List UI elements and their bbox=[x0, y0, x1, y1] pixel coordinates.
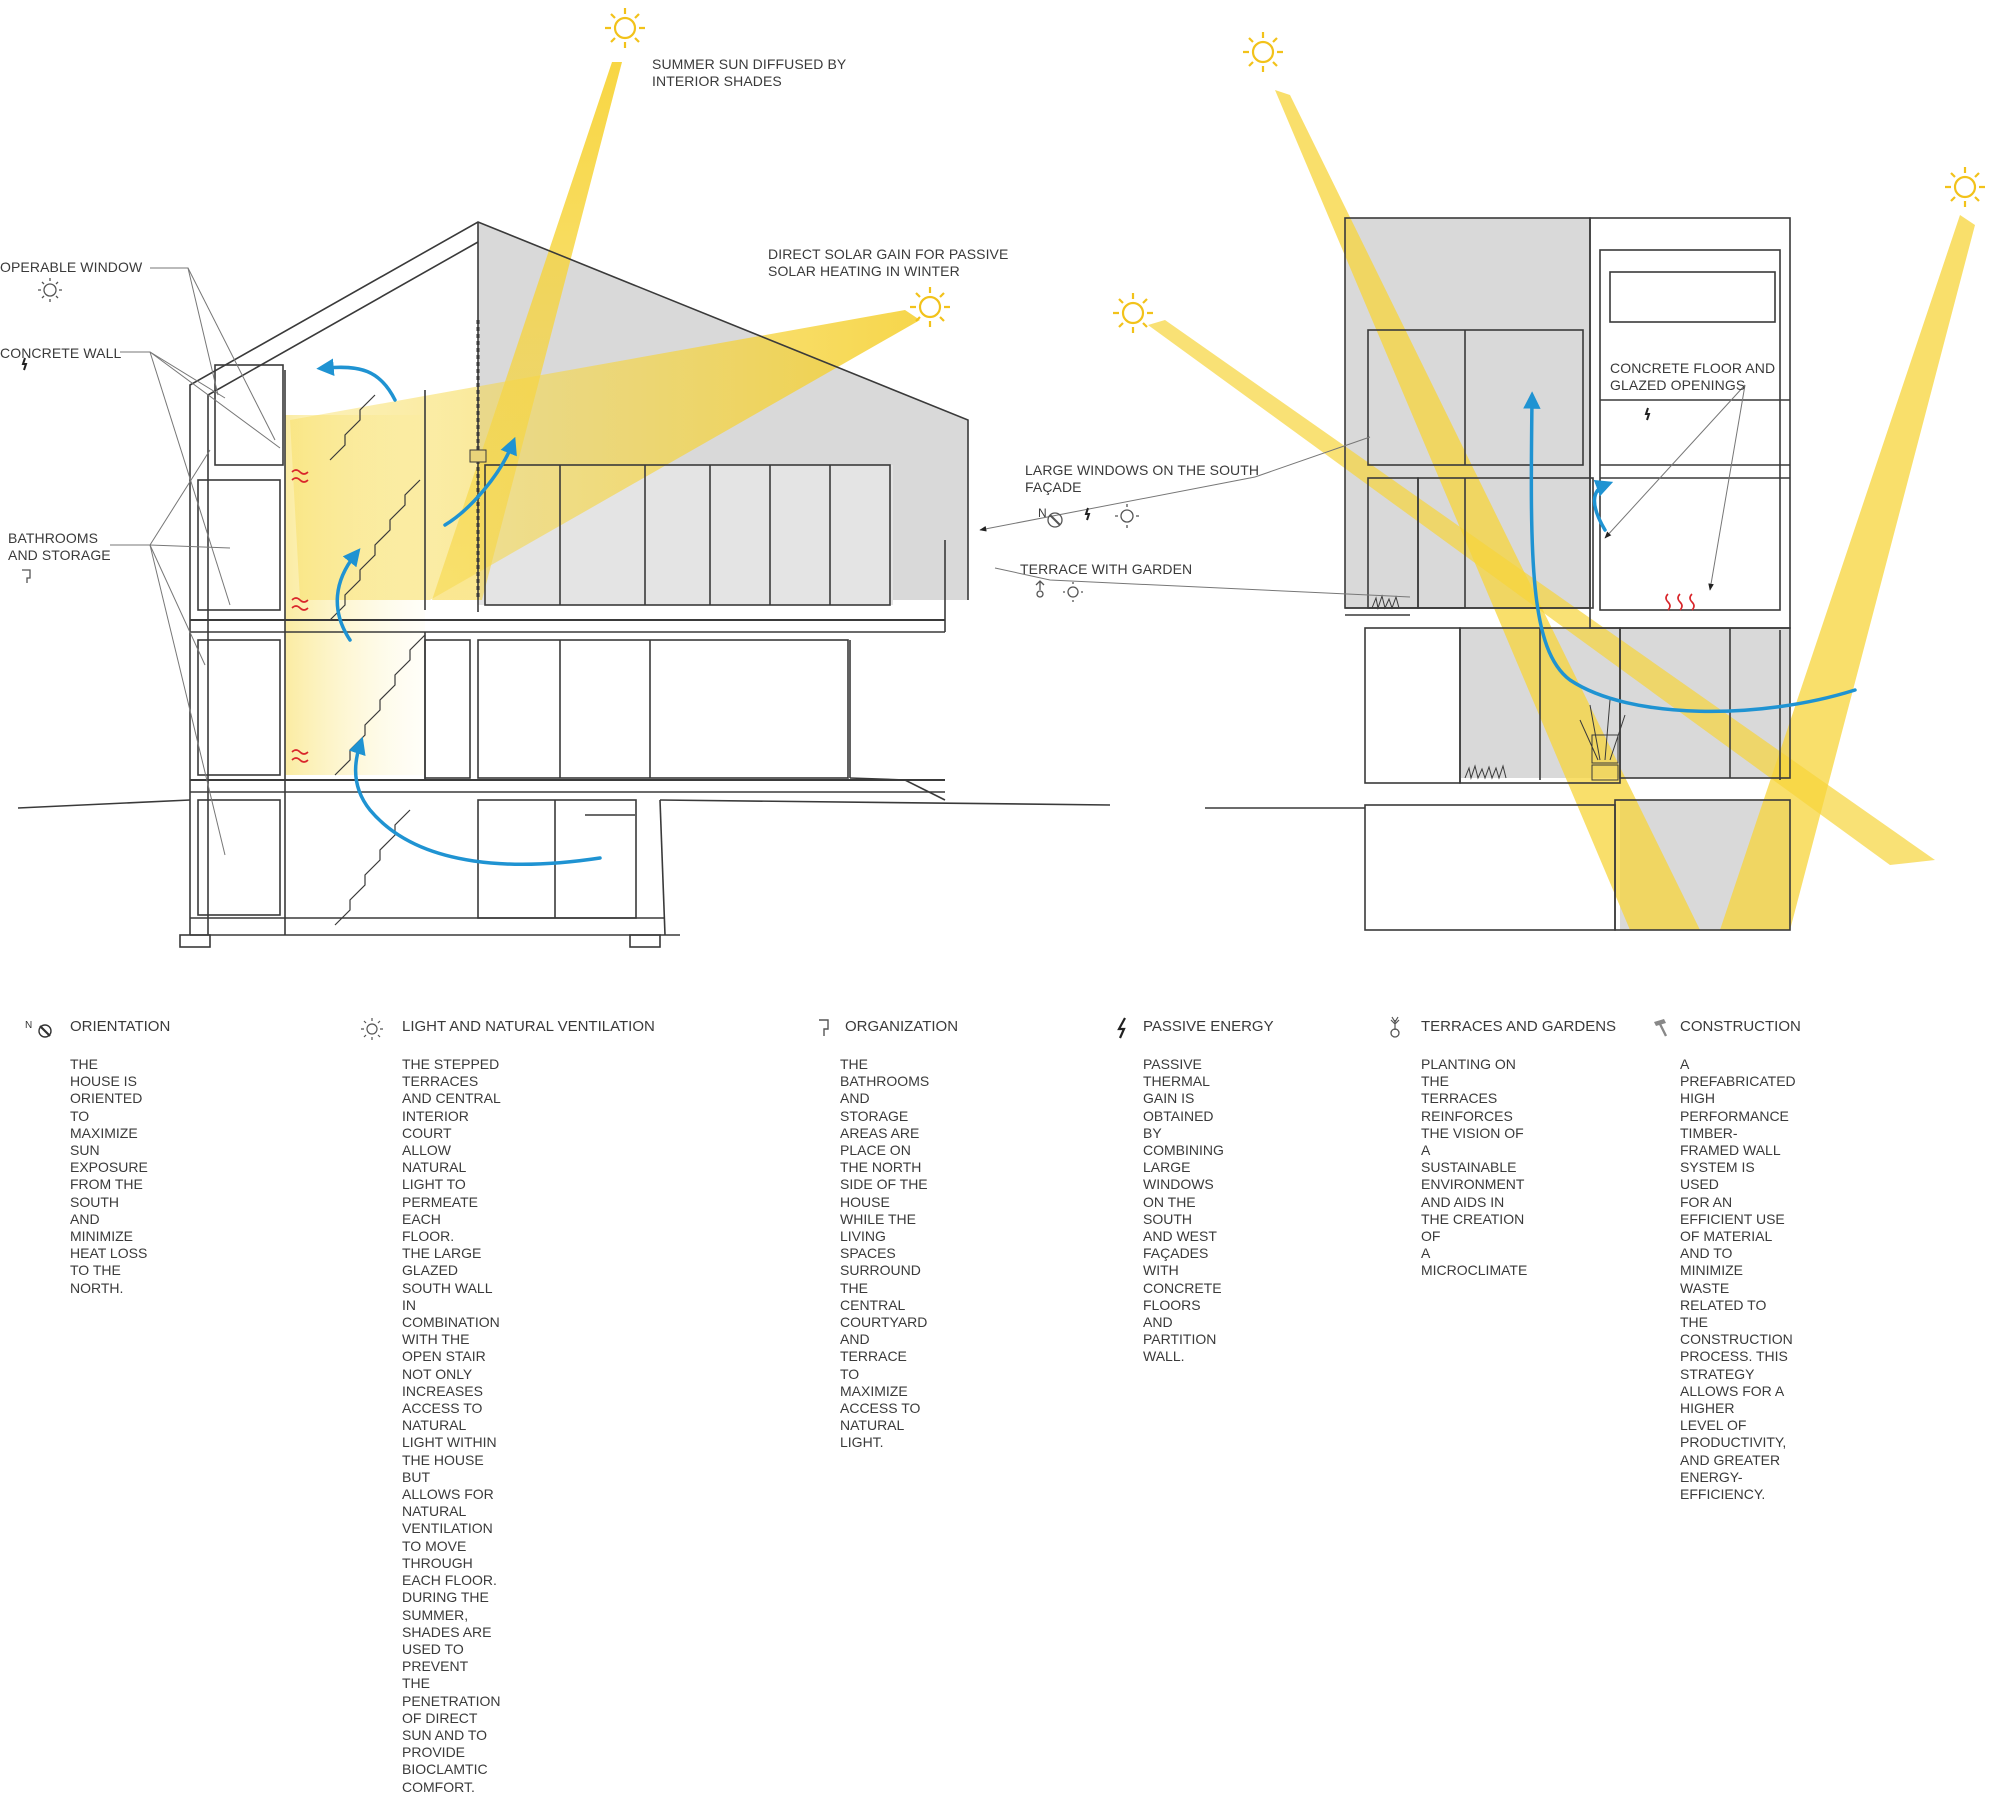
beam-c bbox=[1720, 215, 1975, 930]
summer-sun-label: SUMMER SUN DIFFUSED BY INTERIOR SHADES bbox=[652, 56, 847, 89]
hammer-icon bbox=[1654, 1019, 1668, 1037]
sun-icon-winter bbox=[910, 287, 950, 327]
legend-title: LIGHT AND NATURAL VENTILATION bbox=[402, 1018, 655, 1035]
compass-icon: N bbox=[25, 1020, 52, 1038]
sun-glyphs bbox=[605, 8, 1985, 333]
direct-gain-label: DIRECT SOLAR GAIN FOR PASSIVE SOLAR HEAT… bbox=[768, 246, 1009, 279]
legend-body: THE BATHROOMS AND STORAGE AREAS ARE PLAC… bbox=[840, 1056, 930, 1451]
sun-icon-right-3 bbox=[1945, 167, 1985, 207]
sun-icon-summer bbox=[605, 8, 645, 48]
large-windows-label: LARGE WINDOWS ON THE SOUTH FAÇADE bbox=[1025, 462, 1260, 495]
legend-body: PASSIVE THERMAL GAIN IS OBTAINED BY COMB… bbox=[1143, 1056, 1224, 1365]
svg-text:N: N bbox=[25, 1020, 32, 1031]
legend-title: TERRACES AND GARDENS bbox=[1421, 1018, 1617, 1035]
bathrooms-label: BATHROOMS AND STORAGE bbox=[8, 530, 111, 563]
beam-a bbox=[1275, 90, 1700, 930]
right-section bbox=[1148, 90, 1975, 931]
operable-window-label: OPERABLE WINDOW bbox=[0, 259, 143, 275]
plant-drawings bbox=[1371, 594, 1626, 781]
legend-body: THE HOUSE IS ORIENTED TO MAXIMIZE SUN EX… bbox=[70, 1056, 148, 1296]
left-section bbox=[17, 62, 1111, 948]
leader-lines bbox=[110, 267, 1746, 856]
sun-icon-right-1 bbox=[1243, 32, 1283, 72]
concrete-floor-label: CONCRETE FLOOR AND GLAZED OPENINGS bbox=[1610, 360, 1776, 393]
plant-icon bbox=[1390, 1016, 1400, 1038]
legend-title: PASSIVE ENERGY bbox=[1143, 1018, 1274, 1035]
sun-icon-right-2 bbox=[1113, 293, 1153, 333]
compass-n-label: N bbox=[1038, 506, 1047, 520]
winter-sun-beam bbox=[290, 310, 920, 600]
legend-title: ORIENTATION bbox=[70, 1018, 171, 1035]
terrace-garden-label: TERRACE WITH GARDEN bbox=[1020, 561, 1193, 577]
legend-body: A PREFABRICATED HIGH PERFORMANCE TIMBER-… bbox=[1680, 1056, 1796, 1503]
heat-symbols bbox=[291, 469, 309, 763]
lightning-icon bbox=[1117, 1017, 1126, 1039]
sun-icon bbox=[361, 1018, 383, 1040]
airflow-arrows bbox=[316, 358, 602, 867]
legend-body: THE STEPPED TERRACES AND CENTRAL INTERIO… bbox=[402, 1056, 501, 1795]
legend-body: PLANTING ON THE TERRACES REINFORCES THE … bbox=[1421, 1056, 1528, 1279]
concrete-wall-label: CONCRETE WALL bbox=[0, 345, 122, 361]
legend-title: CONSTRUCTION bbox=[1680, 1018, 1801, 1035]
legend-title: ORGANIZATION bbox=[845, 1018, 959, 1035]
section-diagram bbox=[17, 8, 1985, 948]
organization-icon bbox=[819, 1019, 829, 1036]
